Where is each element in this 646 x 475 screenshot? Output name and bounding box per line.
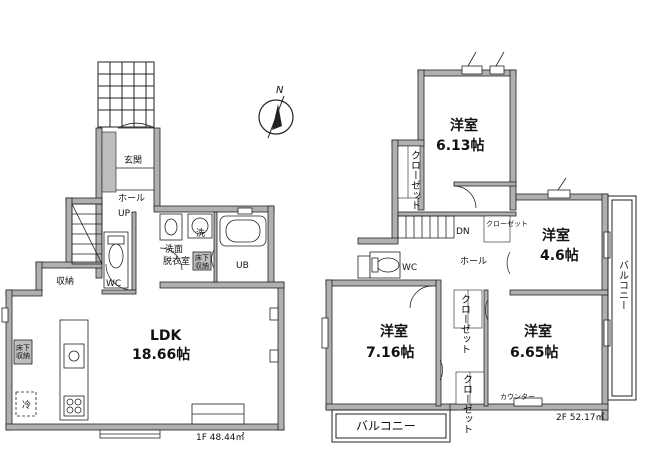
room-top-name: 洋室 — [450, 117, 478, 134]
washer-label: 洗 — [196, 227, 205, 239]
room-left-name: 洋室 — [380, 323, 408, 340]
ub-label: UB — [236, 261, 249, 271]
closet-d-label: クローゼット — [461, 374, 473, 434]
room-top-size: 6.13帖 — [436, 137, 485, 154]
floor-2-plan: 洋室 6.13帖 洋室 4.6帖 洋室 7.16帖 洋室 6.65帖 クローゼッ… — [321, 51, 637, 443]
room-center-size: 6.65帖 — [510, 344, 559, 361]
shoe-cabinet — [101, 131, 117, 193]
room-right-name: 洋室 — [542, 227, 570, 244]
washroom-fixtures — [159, 213, 213, 271]
counter-label: カウンター — [500, 392, 535, 401]
balcony-bottom-label: バルコニー — [356, 419, 416, 433]
storage-label: 収納 — [56, 275, 74, 287]
room-left-size: 7.16帖 — [366, 344, 415, 361]
hall-label-1f: ホール — [118, 193, 145, 204]
compass: N — [258, 85, 294, 139]
washroom-label-line2: 脱衣室 — [163, 255, 190, 267]
bathtub — [219, 215, 267, 247]
room-center-name: 洋室 — [524, 323, 552, 340]
floor-2-walls — [325, 69, 609, 421]
balcony-bottom — [331, 409, 451, 443]
fridge-label: 冷 — [22, 399, 31, 411]
floor-2-stairs — [397, 215, 455, 239]
closet-c-label: クローゼット — [459, 294, 471, 354]
kitchen — [13, 319, 89, 421]
floor-1-plan: 玄関 ホール UP 収納 WC 洗面 脱衣室 洗 床下 収納 UB LDK 18… — [1, 61, 285, 443]
balcony-right — [607, 195, 637, 401]
entrance-label: 玄関 — [124, 154, 142, 166]
floor-2-doors — [409, 185, 511, 381]
wc-label-2f: WC — [402, 263, 417, 273]
floor-2-wc — [369, 251, 401, 279]
stair-up-label: UP — [118, 209, 131, 219]
window-ticks — [467, 51, 567, 191]
floor-2-area-label: 2F 52.17㎡ — [556, 412, 605, 423]
hall-label-2f: ホール — [460, 256, 487, 267]
balcony-right-label: バルコニー — [617, 260, 629, 310]
room-right-size: 4.6帖 — [540, 247, 579, 264]
stair-dn-label: DN — [456, 227, 470, 237]
floor-1-stairs — [71, 203, 103, 265]
underfloor-label-line1: 床下 — [195, 253, 209, 262]
floor-2-windows — [321, 65, 611, 407]
ldk-name-label: LDK — [150, 328, 183, 344]
north-label: N — [276, 85, 284, 96]
underfloor-label-line2: 収納 — [195, 261, 209, 270]
compass-arrow-icon — [272, 104, 282, 130]
kitchen-underfloor-label-line1: 床下 — [16, 343, 30, 352]
floor-1-walls — [5, 127, 285, 431]
entrance-door-swing — [117, 122, 155, 129]
closet-a-label: クローゼット — [409, 150, 421, 210]
washroom-label-line1: 洗面 — [165, 243, 183, 255]
floor-1-windows — [1, 147, 279, 439]
wc-label-1f: WC — [106, 279, 121, 289]
floor-1-wc — [103, 231, 129, 289]
kitchen-underfloor-label-line2: 収納 — [16, 351, 30, 360]
closet-b-label: クローゼット — [486, 219, 528, 228]
floor-1-doors — [105, 247, 215, 291]
floor-1-area-label: 1F 48.44㎡ — [196, 432, 245, 443]
ldk-size-label: 18.66帖 — [132, 346, 190, 363]
porch-steps — [97, 61, 155, 128]
